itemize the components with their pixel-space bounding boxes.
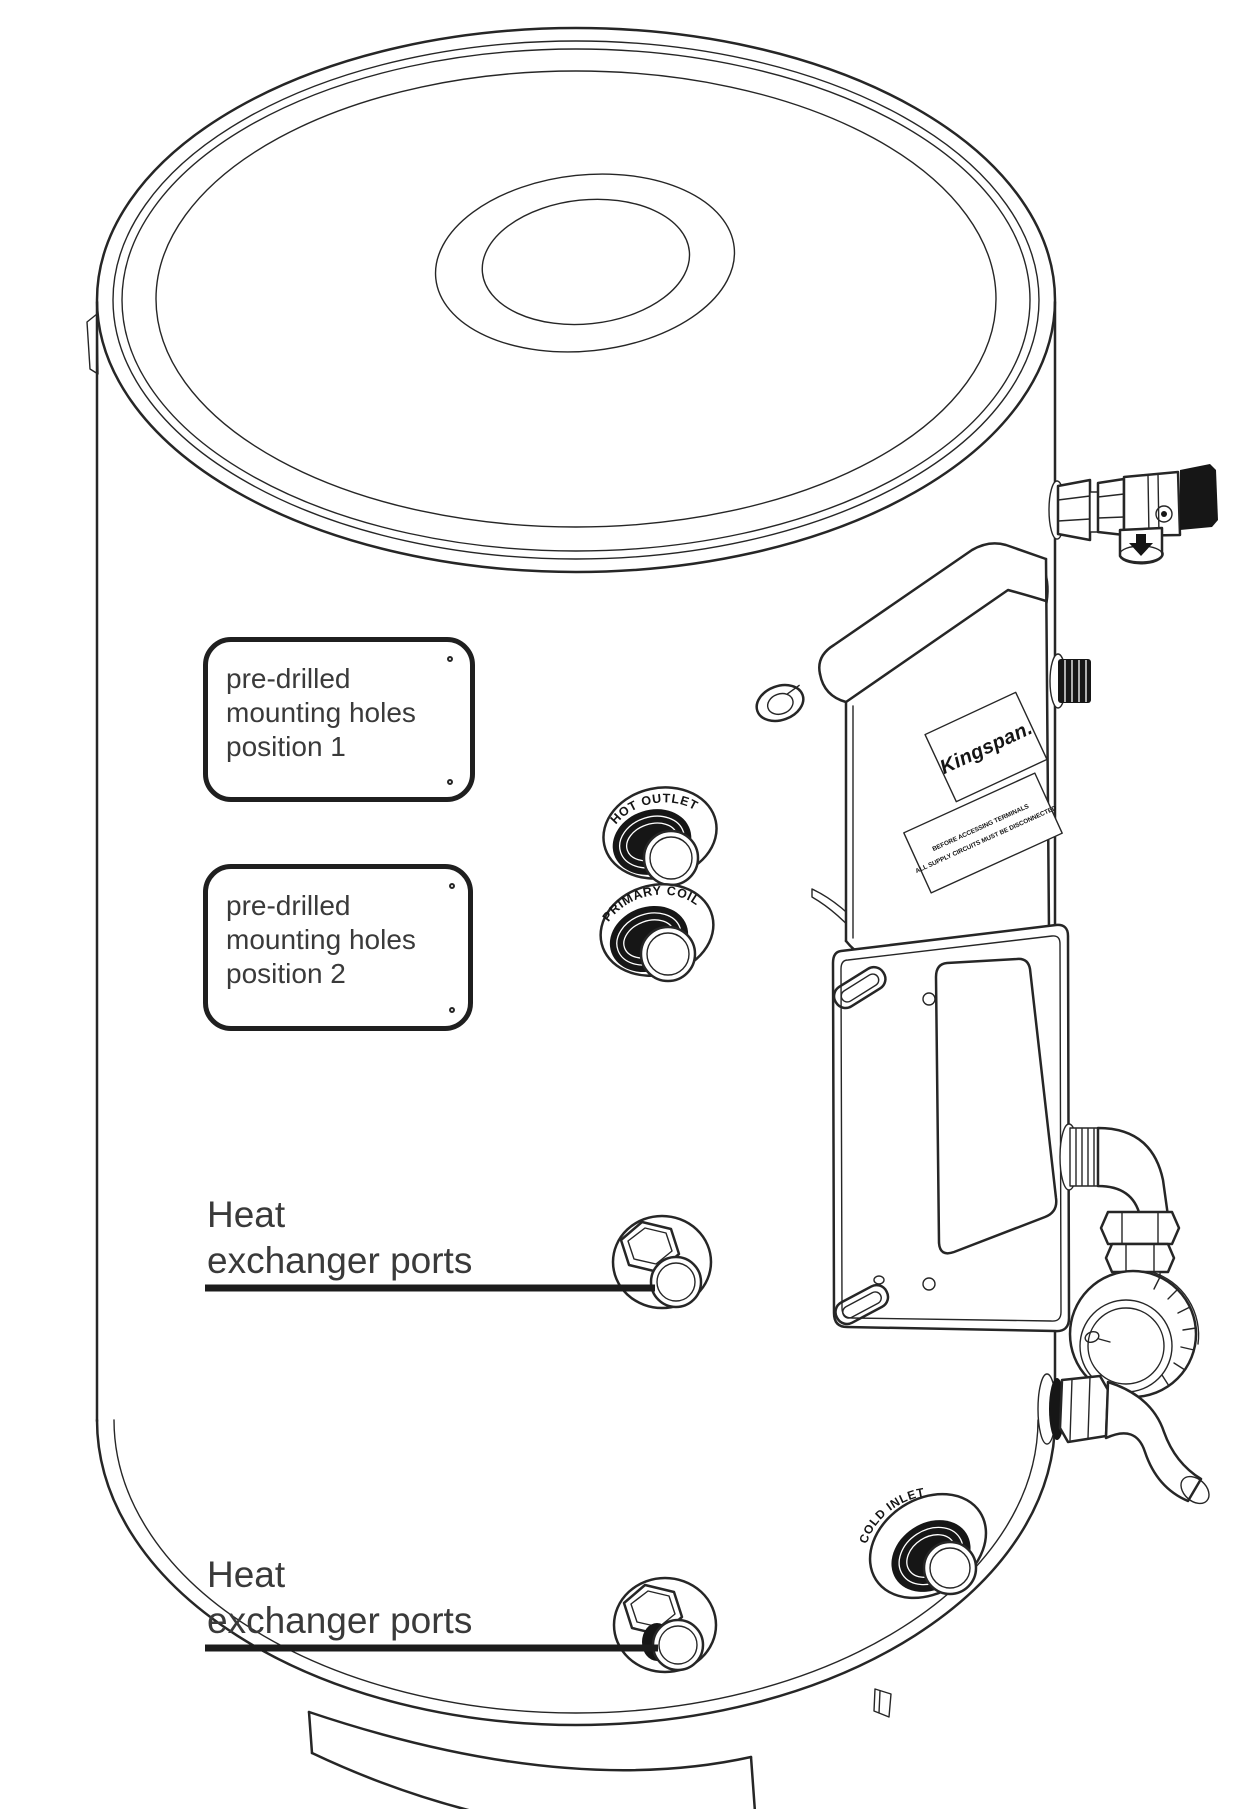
threaded-boss bbox=[1049, 653, 1091, 709]
callout-line: mounting holes bbox=[226, 924, 416, 955]
compression-nut bbox=[1056, 478, 1092, 542]
control-box: Kingspan. BEFORE ACCESSING TERMINALS ALL… bbox=[818, 542, 1063, 971]
panel-slot bbox=[834, 1283, 890, 1326]
grommet-icon bbox=[755, 683, 805, 723]
primary-coil-port bbox=[599, 882, 715, 983]
valve-body bbox=[1122, 470, 1182, 538]
heat-exchanger-label-top: Heat exchanger ports bbox=[207, 1192, 472, 1284]
label-line: exchanger ports bbox=[207, 1240, 473, 1281]
callout-line: position 2 bbox=[226, 958, 346, 989]
label-line: Heat bbox=[207, 1554, 286, 1595]
pipework bbox=[1037, 1123, 1210, 1505]
tank-lid bbox=[86, 26, 1057, 574]
lower-boss bbox=[1037, 1373, 1210, 1505]
screw-icon bbox=[922, 1277, 936, 1291]
base-foot bbox=[873, 1688, 892, 1718]
heat-exchanger-port-1 bbox=[611, 1214, 713, 1310]
union-nut bbox=[1099, 1210, 1181, 1246]
callout-box-position-1: pre-drilled mounting holes position 1 bbox=[203, 637, 475, 802]
brand-label: Kingspan. bbox=[924, 691, 1048, 803]
elbow-pipe bbox=[1096, 1126, 1170, 1218]
callout-line: position 1 bbox=[226, 731, 346, 762]
drain-pipe bbox=[1104, 1380, 1203, 1503]
lid-center-boss bbox=[434, 173, 736, 353]
mounting-hole-dot bbox=[449, 883, 455, 889]
heat-exchanger-port-2 bbox=[612, 1576, 718, 1674]
label-line: exchanger ports bbox=[207, 1600, 473, 1641]
access-panel bbox=[831, 923, 1071, 1333]
cold-inlet-port bbox=[868, 1492, 988, 1600]
valve-knob bbox=[1180, 464, 1218, 530]
label-line: Heat bbox=[207, 1194, 286, 1235]
hot-outlet-port bbox=[602, 786, 718, 887]
mounting-hole-dot bbox=[447, 779, 453, 785]
base-plinth bbox=[307, 1688, 892, 1809]
heat-exchanger-label-bottom: Heat exchanger ports bbox=[207, 1552, 472, 1644]
mounting-hole-dot bbox=[447, 656, 453, 662]
callout-line: mounting holes bbox=[226, 697, 416, 728]
callout-line: pre-drilled bbox=[226, 663, 351, 694]
callout-box-position-2: pre-drilled mounting holes position 2 bbox=[203, 864, 473, 1031]
panel-window bbox=[934, 957, 1058, 1255]
mounting-hole-dot bbox=[449, 1007, 455, 1013]
compression-nut bbox=[1096, 477, 1126, 537]
callout-line: pre-drilled bbox=[226, 890, 351, 921]
panel-slot bbox=[832, 965, 887, 1010]
screw-icon bbox=[922, 992, 936, 1006]
flow-direction-arrow-icon bbox=[1129, 534, 1153, 556]
union-nut bbox=[1104, 1242, 1176, 1274]
relief-valve bbox=[1048, 464, 1218, 565]
